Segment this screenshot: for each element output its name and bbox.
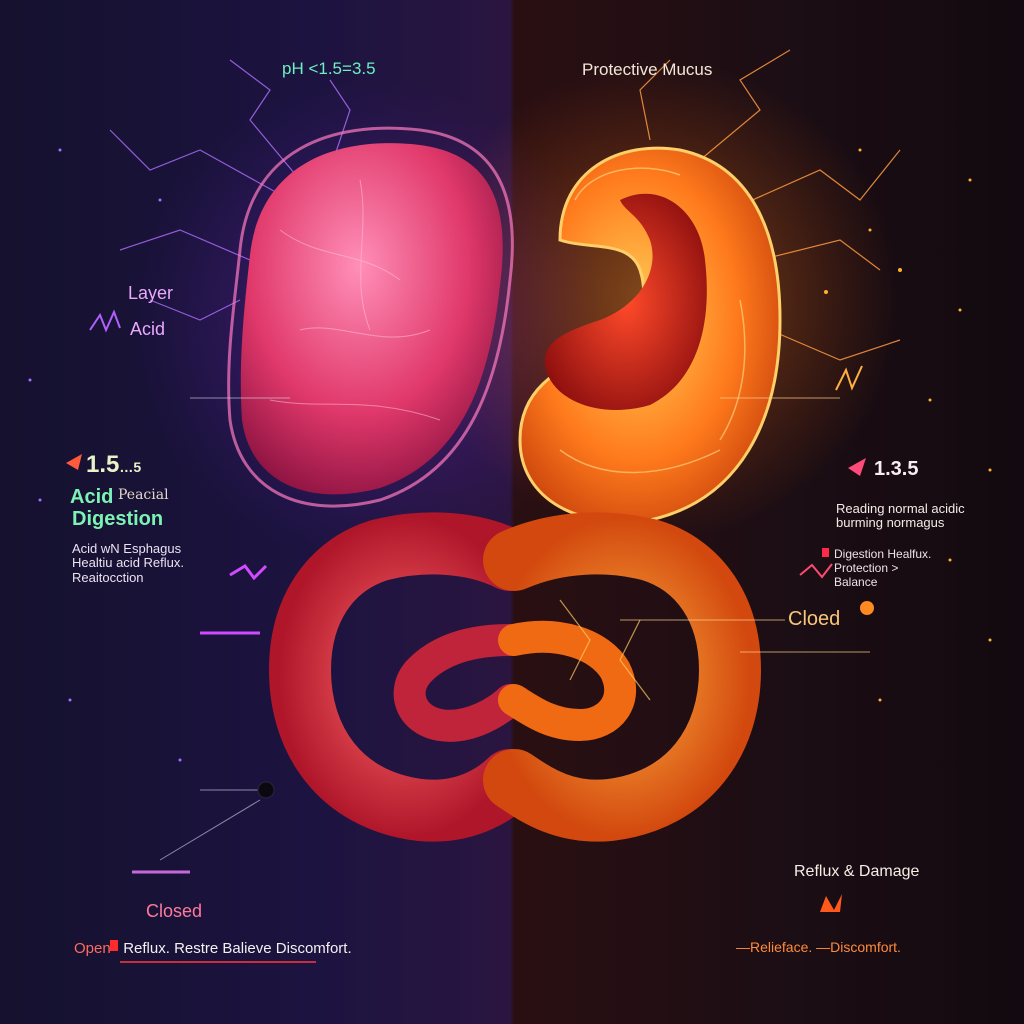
right-intestine: [483, 512, 762, 842]
right-ph-value: 1.3.5: [874, 458, 919, 480]
right-flame-marker: [848, 458, 866, 476]
left-squiggle-1: [89, 309, 121, 333]
left-ph-value-main: 1.5: [86, 451, 120, 478]
right-sparkles: [824, 148, 992, 702]
reflux-damage-label: Reflux & Damage: [794, 863, 920, 880]
left-squiggle-2: [229, 564, 268, 581]
left-note-line-1: Acid wN Esphagus: [72, 541, 182, 556]
footer-left-text: Reflux. Restre Balieve Discomfort.: [123, 940, 352, 957]
left-node: [257, 781, 275, 799]
right-squiggle: [799, 563, 833, 579]
right-closed-label: Cloed: [788, 608, 841, 630]
footer-left: Open Reflux. Restre Balieve Discomfort.: [74, 940, 352, 958]
left-closed-label: Closed: [146, 901, 203, 921]
left-stomach-veins: [269, 179, 441, 421]
digestion-heading: Digestion: [72, 508, 164, 530]
left-stomach-outline: [227, 126, 514, 508]
right-note-line-1: Reading normal acidic: [836, 501, 965, 516]
right-connector-lines: [620, 397, 870, 653]
left-note-line-3: Reaitocction: [72, 570, 144, 585]
left-stomach: [240, 143, 503, 495]
right-note-line-2: burming normagus: [836, 515, 945, 530]
ph-range-label: pH <1.5=3.5: [282, 59, 376, 78]
right-list-line-1: Digestion Healfux.: [834, 547, 932, 561]
left-intestine: [268, 512, 541, 842]
right-stomach-folds: [559, 167, 746, 474]
left-note-line-2: Healtiu acid Reflux.: [72, 555, 184, 570]
protective-mucus-label: Protective Mucus: [582, 60, 713, 79]
layer-label: Layer: [128, 283, 174, 303]
left-nerve-lines: [109, 59, 351, 321]
left-ph-value: 1.5…5: [86, 451, 142, 478]
right-list-line-2: Protection >: [834, 561, 899, 575]
right-squiggle-2: [835, 365, 863, 391]
right-closed-dot: [860, 601, 874, 615]
acid-label: Acid: [130, 319, 166, 339]
right-list-line-3: Balance: [834, 575, 878, 589]
right-stomach-lining: [544, 193, 707, 411]
left-flame-marker: [66, 454, 82, 470]
right-nerve-lines: [639, 49, 901, 361]
acid-heading-suffix: Peacial: [118, 487, 169, 503]
footer-right: —Relieface. —Discomfort.: [736, 939, 901, 955]
left-sparkles: [28, 148, 182, 762]
footer-open-label: Open: [74, 940, 111, 957]
footer-marker: [110, 940, 118, 951]
acid-heading: Acid: [70, 486, 114, 508]
right-list-marker: [822, 548, 829, 557]
right-flame-icon: [820, 894, 842, 912]
left-ph-value-small: …5: [119, 459, 142, 475]
